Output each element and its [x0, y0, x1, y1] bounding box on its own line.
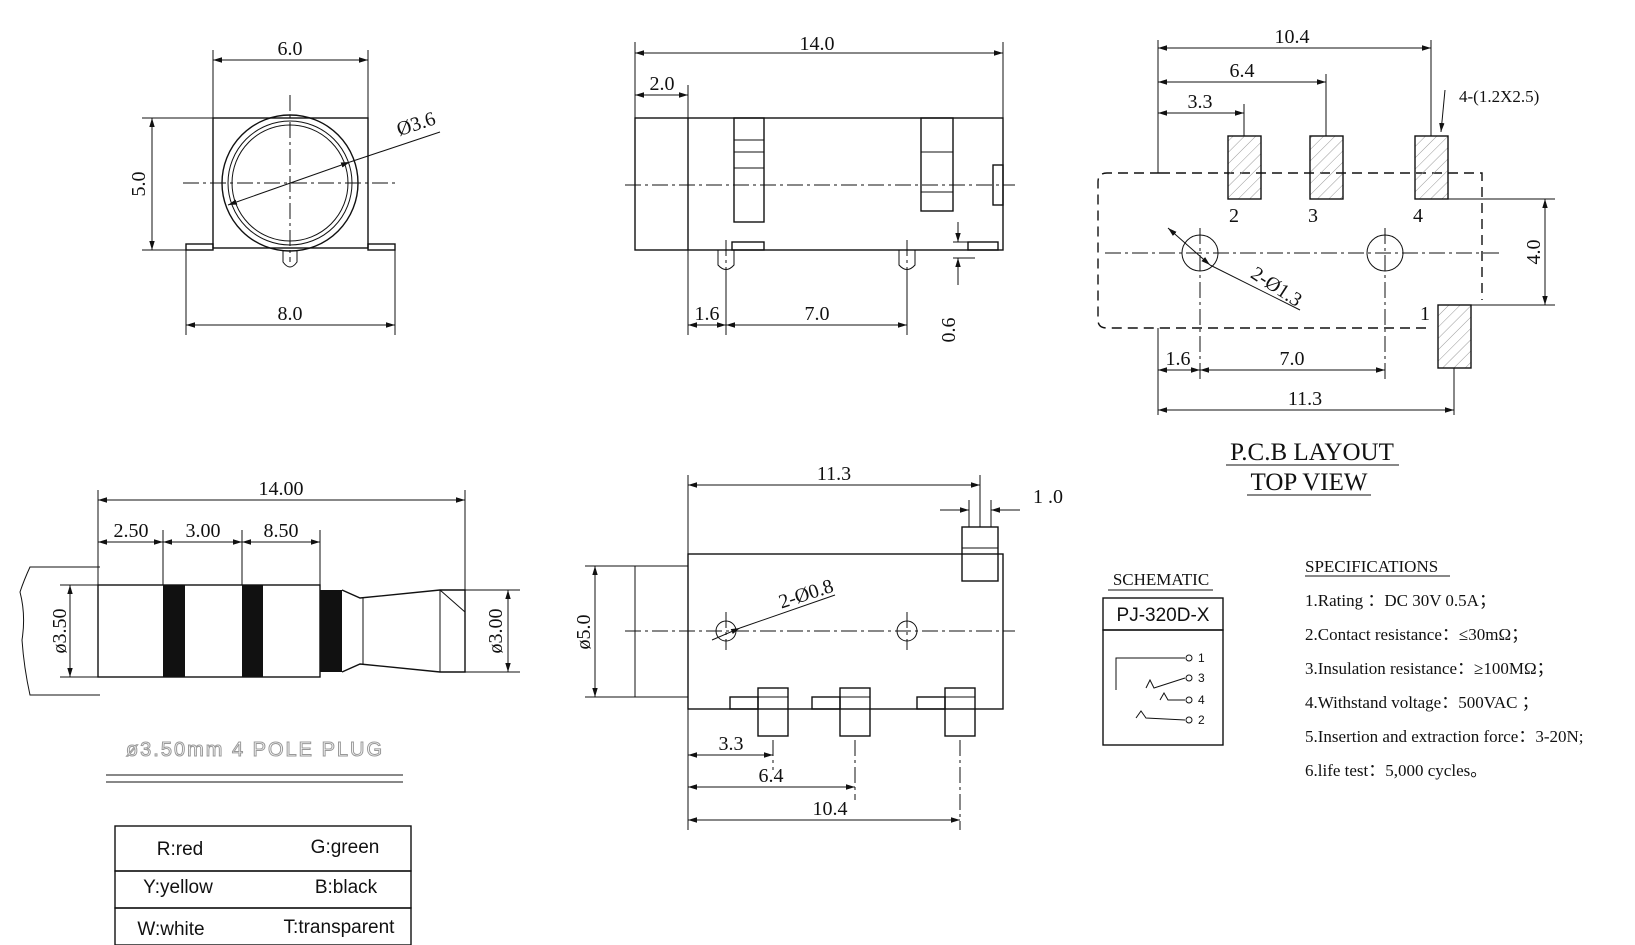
pcb-pin-3-label: 3 [1308, 205, 1318, 227]
dim-front-width: 6.0 [278, 38, 303, 60]
pcb-pin-2-label: 2 [1229, 205, 1239, 227]
plug-black-ring-1 [163, 585, 185, 677]
schematic-title: SCHEMATIC [1113, 570, 1209, 589]
legend-transparent: T:transparent [284, 917, 396, 938]
schematic-part-number: PJ-320D-X [1117, 605, 1210, 626]
dim-pcb-pitch33: 3.3 [1188, 91, 1213, 113]
dim-bottom-pitch64: 6.4 [759, 765, 784, 787]
spec-item-2: 2.Contact resistance：≤30mΩ； [1305, 625, 1528, 644]
pcb-pad-4 [1414, 135, 1449, 200]
color-legend-table: R:red G:green Y:yellow B:black W:white T… [114, 825, 412, 945]
dim-side-left: 2.0 [650, 73, 675, 95]
pcb-pad-2 [1227, 135, 1262, 200]
dim-pcb-total: 10.4 [1275, 26, 1310, 48]
dim-plug-seg-c: 8.50 [264, 520, 299, 542]
plug-title: ø3.50mm 4 POLE PLUG [126, 739, 384, 761]
dim-side-pitch2: 7.0 [805, 303, 830, 325]
pcb-pad-3 [1309, 135, 1344, 200]
specs-title: SPECIFICATIONS [1305, 557, 1438, 576]
legend-yellow: Y:yellow [143, 877, 213, 898]
dim-side-height: 0.6 [938, 318, 960, 343]
schematic-pin-1: 1 [1198, 651, 1205, 665]
schematic-block: SCHEMATIC PJ-320D-X 1 3 4 2 [1102, 570, 1224, 746]
pcb-pin-4-label: 4 [1413, 205, 1423, 227]
dim-plug-diameter-1: ø3.50 [49, 609, 71, 654]
legend-red: R:red [157, 839, 203, 860]
dim-pcb-pitch64: 6.4 [1230, 60, 1255, 82]
dim-plug-total: 14.00 [259, 478, 304, 500]
dim-pcb-holes: 2-Ø1.3 [1247, 262, 1306, 311]
spec-item-1: 1.Rating ：DC 30V 0.5A； [1305, 591, 1496, 610]
pcb-pad-1 [1437, 304, 1472, 369]
dim-front-height: 5.0 [128, 172, 150, 197]
dim-bottom-pitch104: 10.4 [813, 798, 848, 820]
dim-bottom-pin-width: 1 .0 [1033, 486, 1063, 508]
dim-pcb-overall: 11.3 [1288, 388, 1322, 410]
schematic-pin-3: 3 [1198, 671, 1205, 685]
spec-item-4: 4.Withstand voltage：500VAC ； [1305, 693, 1539, 712]
front-view: 6.0 5.0 Ø3.6 8.0 [128, 38, 441, 335]
dim-bottom-total: 11.3 [817, 463, 851, 485]
pcb-subtitle: TOP VIEW [1251, 469, 1368, 496]
dim-front-diameter: Ø3.6 [394, 108, 438, 141]
plug-drawing: 14.00 2.50 3.00 8.50 ø3.50 ø3.00 ø3.50mm… [19, 478, 520, 783]
specifications: SPECIFICATIONS 1.Rating ：DC 30V 0.5A； 2.… [1305, 557, 1584, 780]
legend-white: W:white [137, 919, 204, 940]
spec-item-3: 3.Insulation resistance：≥100MΩ； [1305, 659, 1554, 678]
dim-bottom-diameter: ø5.0 [573, 615, 595, 650]
dim-pcb-span: 7.0 [1280, 348, 1305, 370]
schematic-pin-4: 4 [1198, 693, 1205, 707]
dim-front-base: 8.0 [278, 303, 303, 325]
plug-black-ring-2 [242, 585, 263, 677]
pcb-title: P.C.B LAYOUT [1230, 439, 1394, 466]
dim-plug-diameter-2: ø3.00 [485, 609, 507, 654]
dim-bottom-pitch33: 3.3 [719, 733, 744, 755]
dim-plug-seg-a: 2.50 [114, 520, 149, 542]
plug-black-ring-3 [320, 590, 342, 672]
dim-bottom-holes: 2-Ø0.8 [776, 575, 836, 613]
dim-plug-seg-b: 3.00 [186, 520, 221, 542]
dim-pcb-pads: 4-(1.2X2.5) [1459, 87, 1539, 106]
dim-side-total: 14.0 [800, 33, 835, 55]
spec-item-6: 6.life test：5,000 cycles。 [1305, 761, 1487, 780]
schematic-pin-2: 2 [1198, 713, 1205, 727]
side-view: 14.0 2.0 1.6 7.0 0.6 [625, 33, 1015, 343]
legend-black: B:black [315, 877, 378, 898]
pcb-layout: 2 3 4 1 10.4 6.4 3.3 4-(1.2X2.5) 4.0 2-Ø… [1097, 26, 1555, 496]
dim-pcb-height: 4.0 [1523, 240, 1545, 265]
pcb-pin-1-label: 1 [1420, 303, 1430, 325]
dim-side-pitch1: 1.6 [695, 303, 720, 325]
dim-pcb-offset: 1.6 [1166, 348, 1191, 370]
spec-item-5: 5.Insertion and extraction force：3-20N; [1305, 727, 1584, 746]
bottom-view: 11.3 1 .0 ø5.0 2-Ø0.8 3.3 6.4 10.4 [573, 463, 1063, 830]
legend-green: G:green [311, 837, 380, 858]
